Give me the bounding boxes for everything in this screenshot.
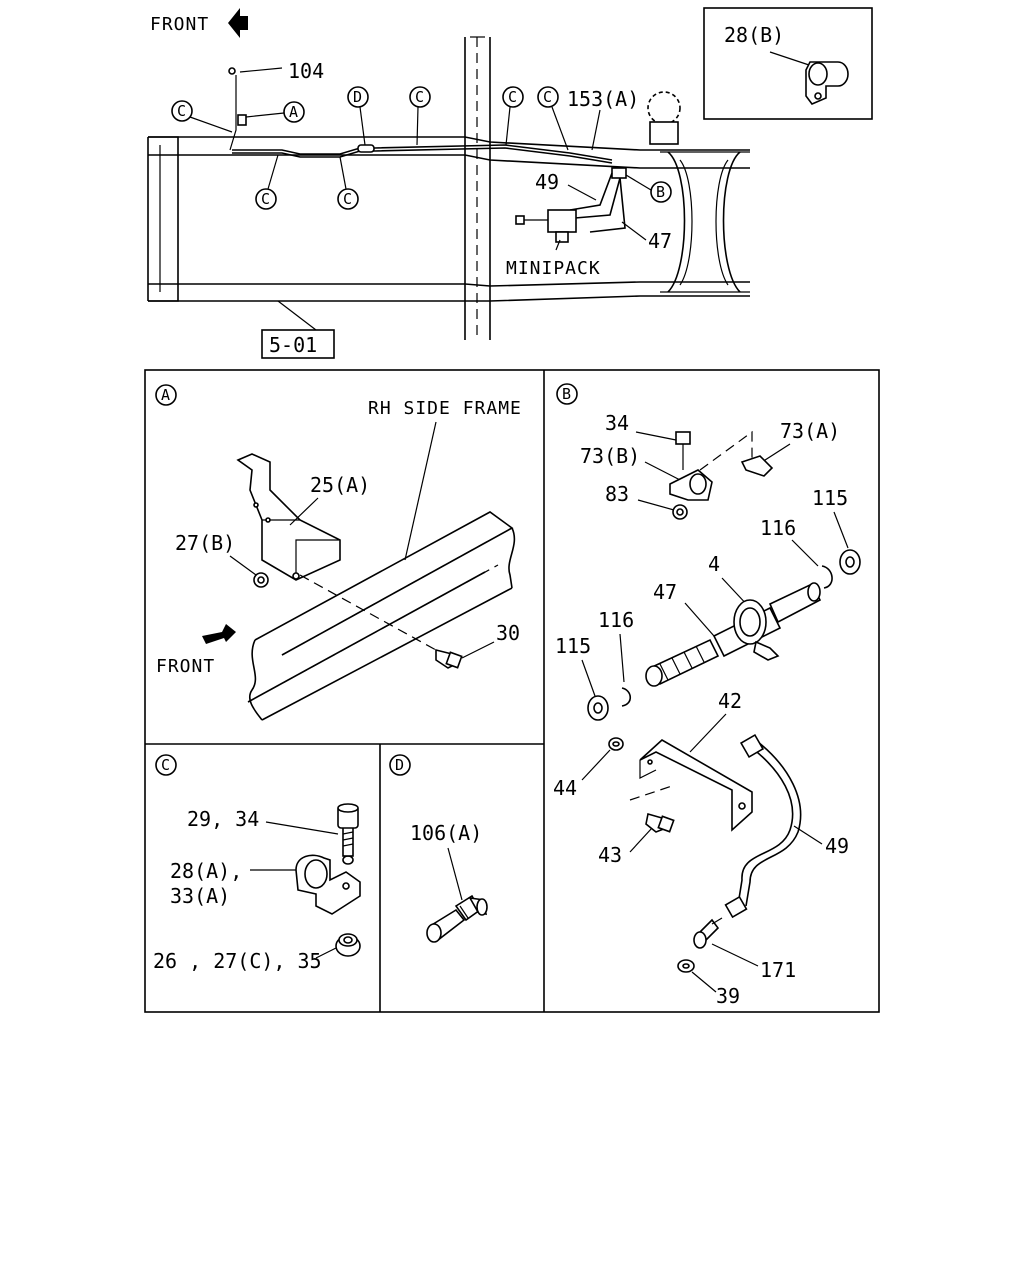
nut-44-icon: [608, 737, 624, 751]
label-115-bottom: 115: [555, 634, 591, 658]
svg-text:C: C: [415, 88, 424, 106]
callout-c-1: C: [171, 100, 233, 133]
label-106a: 106(A): [410, 821, 482, 845]
panel-c-letter: C: [161, 756, 170, 774]
front-arrow-icon: [228, 8, 248, 38]
chassis-frame: [147, 36, 750, 340]
union-assembly-4-47: [645, 582, 822, 687]
label-49: 49: [535, 170, 559, 194]
callout-c-5: C: [255, 154, 279, 210]
panel-a: A RH SIDE FRAME 25(A) 27(B): [155, 384, 522, 721]
inset-28b-box: [703, 7, 873, 120]
label-104: 104: [288, 59, 324, 83]
label-4: 4: [708, 552, 720, 576]
label-26-27c-35: 26 , 27(C), 35: [153, 949, 322, 973]
rh-side-frame: [247, 511, 516, 721]
label-25a: 25(A): [310, 473, 370, 497]
callout-a: A: [245, 101, 305, 123]
label-27b: 27(B): [175, 531, 235, 555]
svg-text:A: A: [289, 103, 298, 121]
nut-27b-icon: [253, 572, 269, 588]
label-29-34: 29, 34: [187, 807, 259, 831]
clamp-73a-icon: [740, 455, 774, 477]
bolt-34-icon: [675, 431, 691, 470]
front-label: FRONT: [150, 14, 209, 35]
label-30: 30: [496, 621, 520, 645]
svg-text:D: D: [353, 88, 362, 106]
label-28a: 28(A),: [170, 859, 242, 883]
nut-83-icon: [672, 504, 688, 520]
label-115-top: 115: [812, 486, 848, 510]
panel-c: C 29, 34 28(A), 33(A) 26 , 27(C), 35: [153, 754, 361, 973]
label-73b: 73(B): [580, 444, 640, 468]
label-73a: 73(A): [780, 419, 840, 443]
front-arrow-icon: [202, 624, 236, 644]
detail-panels-frame: [144, 369, 880, 1013]
panel-b-letter: B: [562, 385, 571, 403]
overview-section: FRONT: [147, 7, 873, 359]
callout-c-3: C: [502, 86, 524, 146]
label-47: 47: [653, 580, 677, 604]
nut-115-bottom-icon: [587, 695, 609, 721]
callout-c-2: C: [409, 86, 431, 146]
bracket-25a: [236, 453, 341, 581]
svg-text:C: C: [343, 190, 352, 208]
svg-text:C: C: [508, 88, 517, 106]
callout-d: D: [347, 86, 369, 146]
rh-side-frame-label: RH SIDE FRAME: [368, 398, 522, 419]
label-42: 42: [718, 689, 742, 713]
reference-label: 5-01: [269, 333, 317, 357]
bolt-30-icon: [435, 648, 463, 669]
nut-26-27c-35-icon: [335, 933, 361, 957]
panel-b: B 34 73(A) 73(B) 83 115 116 4: [553, 383, 861, 1008]
bolt-29-34-icon: [337, 803, 359, 865]
clip-116-top-icon: [821, 565, 833, 589]
union-106a-icon: [426, 894, 488, 943]
label-153a: 153(A): [567, 87, 639, 111]
svg-text:B: B: [656, 183, 665, 201]
washer-39-icon: [677, 959, 695, 973]
clamp-28b-icon: [805, 61, 849, 105]
panel-a-front-label: FRONT: [156, 656, 215, 677]
connector-171-icon: [693, 917, 723, 949]
callout-c-6: C: [337, 156, 359, 210]
label-49: 49: [825, 834, 849, 858]
svg-text:C: C: [261, 190, 270, 208]
callout-b: B: [625, 174, 672, 203]
label-83: 83: [605, 482, 629, 506]
callout-c-4: C: [537, 86, 569, 151]
svg-text:C: C: [177, 102, 186, 120]
clamp-73b-icon: [669, 469, 713, 501]
inset-28b-label: 28(B): [724, 23, 784, 47]
label-34: 34: [605, 411, 629, 435]
svg-text:C: C: [543, 88, 552, 106]
label-44: 44: [553, 776, 577, 800]
bracket-42-icon: [639, 739, 753, 832]
clip-116-bottom-icon: [621, 687, 632, 707]
panel-d: D 106(A): [389, 754, 488, 943]
label-116-top: 116: [760, 516, 796, 540]
nut-115-top-icon: [839, 549, 861, 575]
bolt-43-icon: [645, 812, 675, 833]
label-116-bottom: 116: [598, 608, 634, 632]
panel-d-letter: D: [395, 756, 404, 774]
label-39: 39: [716, 984, 740, 1008]
pipe-49: [724, 733, 802, 919]
panel-a-letter: A: [161, 386, 170, 404]
label-33a: 33(A): [170, 884, 230, 908]
label-43: 43: [598, 843, 622, 867]
label-171: 171: [760, 958, 796, 982]
label-47: 47: [648, 229, 672, 253]
reference-box: [261, 329, 335, 359]
minipack-label: MINIPACK: [506, 258, 601, 279]
clamp-28a-icon: [295, 854, 361, 915]
